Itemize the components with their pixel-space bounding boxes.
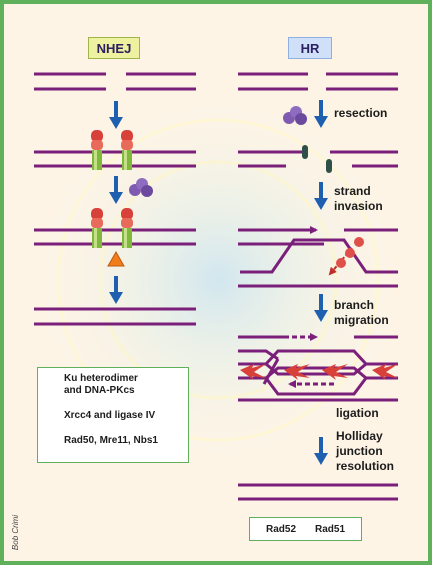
strand-invasion-label: strand invasion (334, 184, 383, 213)
ligation-label: ligation (336, 406, 379, 420)
legend-xrcc4-label: Xrcc4 and ligase IV (64, 410, 156, 421)
artist-credit: Bob Crimi (11, 514, 21, 551)
rad51-icon (345, 248, 355, 258)
ku-dnapkcs-icon (121, 208, 133, 248)
background-ring (98, 160, 338, 400)
legend-rad50-label: Rad50, Mre11, Nbs1 (64, 435, 158, 446)
legend-rad52-label: Rad52 (266, 524, 297, 535)
ku-dnapkcs-icon (91, 208, 103, 248)
rad-legend: Rad52 Rad51 (249, 517, 362, 541)
nhej-broken-dna (34, 72, 196, 91)
resolvase-cut-icons (240, 364, 398, 380)
hr-resected-dna (238, 145, 398, 173)
rad51-icon (354, 237, 364, 247)
legend-rad51-label: Rad51 (315, 524, 346, 535)
rad52-icon (326, 159, 332, 173)
legend-ku-label: Ku heterodimer and DNA-PKcs (64, 373, 138, 396)
nhej-header: NHEJ (88, 37, 140, 59)
background-ring (56, 118, 380, 442)
rad51-icon (336, 258, 346, 268)
rad52-icon (302, 145, 308, 159)
branch-migration-label: branch migration (334, 298, 389, 327)
diagram-canvas (28, 72, 408, 536)
hr-branch-migration (238, 333, 398, 402)
nhej-repaired-dna (34, 307, 196, 326)
ku-dnapkcs-icon (121, 130, 133, 170)
hr-resolved-dna (238, 483, 398, 501)
hr-broken-dna (238, 72, 398, 91)
nhej-ku-bound-dna (34, 130, 196, 170)
holliday-junction-resolution-label: Holliday junction resolution (336, 429, 395, 473)
nhej-ku-bound-dna-2 (34, 208, 196, 248)
hr-header: HR (288, 37, 332, 59)
xrcc4-ligase-iv-icon (107, 250, 125, 267)
hr-pathway (238, 72, 398, 501)
ku-dnapkcs-icon (91, 130, 103, 170)
hr-strand-invasion (238, 226, 398, 288)
protein-legend: Ku heterodimer and DNA-PKcs Xrcc4 and li… (37, 367, 189, 463)
resection-label: resection (334, 106, 388, 120)
nhej-pathway (34, 72, 196, 326)
